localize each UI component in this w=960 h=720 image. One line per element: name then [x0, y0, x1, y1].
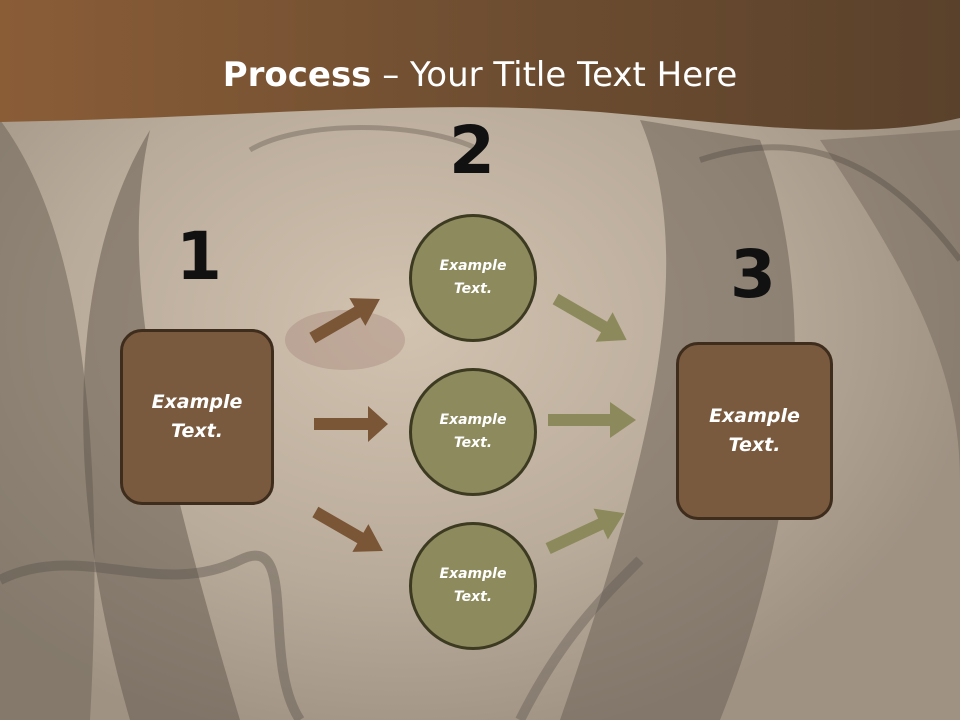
arrow-to-bottom-circle: [312, 506, 383, 552]
step-number-3: 3: [730, 236, 776, 313]
arrow-from-middle-circle: [548, 402, 636, 438]
left-box: Example Text.: [120, 329, 274, 505]
arrow-from-bottom-circle: [545, 508, 625, 555]
arrow-from-top-circle: [552, 293, 627, 342]
arrow-to-top-circle: [309, 298, 380, 344]
step-number-1: 1: [176, 218, 222, 295]
arrow-to-middle-circle: [314, 406, 388, 442]
circle-top-label: Example Text.: [439, 258, 507, 297]
left-box-label: Example Text.: [151, 391, 243, 442]
circle-middle-label: Example Text.: [439, 412, 507, 451]
circle-bottom: Example Text.: [409, 522, 537, 650]
circle-bottom-label: Example Text.: [439, 566, 507, 605]
circle-middle: Example Text.: [409, 368, 537, 496]
right-box: Example Text.: [676, 342, 833, 520]
circle-top: Example Text.: [409, 214, 537, 342]
right-box-label: Example Text.: [709, 405, 800, 456]
slide-title: Process – Your Title Text Here: [222, 55, 738, 95]
step-number-2: 2: [449, 112, 495, 189]
